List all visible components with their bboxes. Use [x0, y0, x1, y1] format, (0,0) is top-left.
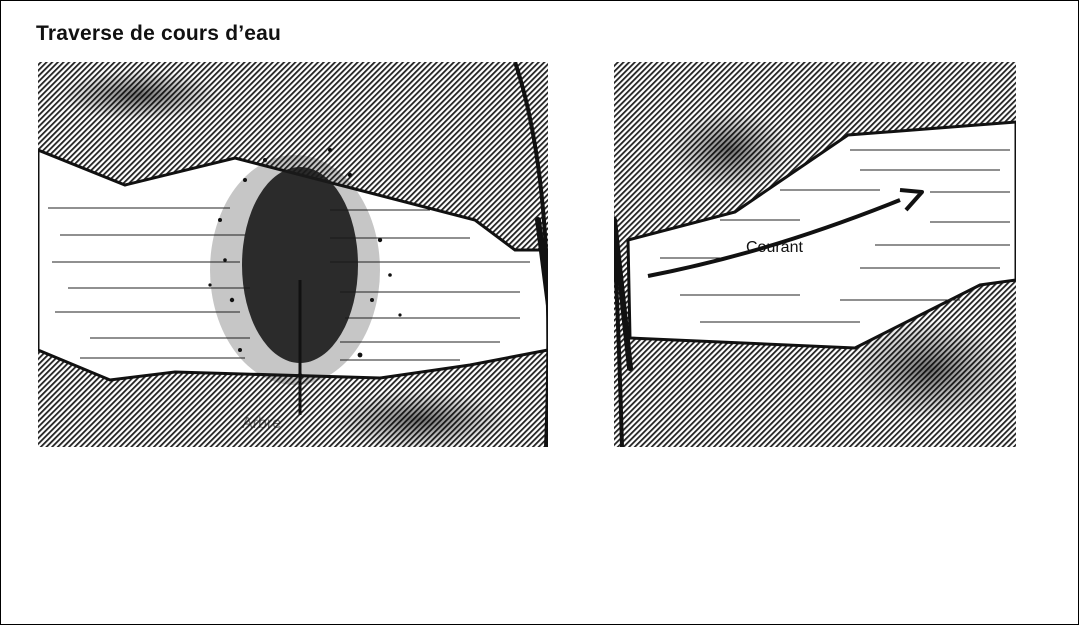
- panel-tree-bridge: Arbre: [38, 62, 556, 450]
- current-label: Courant: [746, 239, 803, 256]
- panel-current: Courant: [596, 62, 1016, 447]
- tree-label: Arbre: [242, 415, 281, 432]
